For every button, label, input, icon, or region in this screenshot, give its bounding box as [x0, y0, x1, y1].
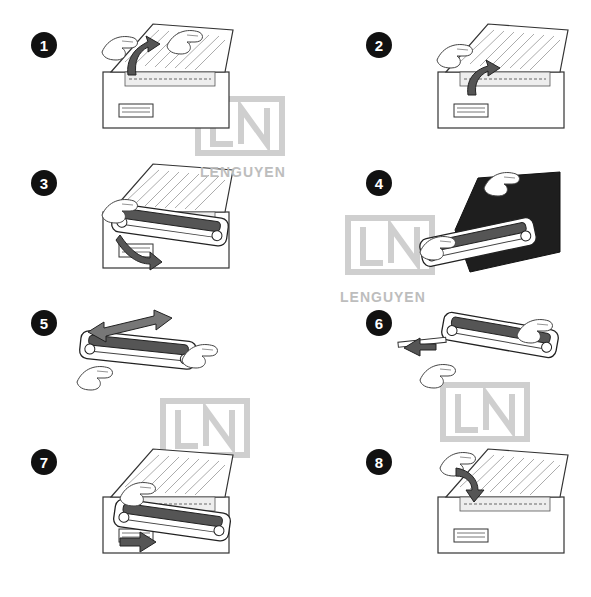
step-number: 2	[375, 38, 383, 53]
step-number: 4	[375, 176, 383, 191]
callout-number: 8	[366, 449, 392, 475]
step-number: 7	[40, 455, 48, 470]
callout-number: 5	[31, 310, 57, 336]
callout-number: 4	[366, 170, 392, 196]
watermark: LENGUYEN	[200, 164, 286, 180]
callout-number: 1	[31, 32, 57, 58]
step-number: 3	[40, 176, 48, 191]
step-number: 5	[40, 316, 48, 331]
callout-number: 7	[31, 449, 57, 475]
callout-number: 2	[366, 32, 392, 58]
step-number: 8	[375, 455, 383, 470]
callout-number: 6	[366, 310, 392, 336]
watermark: LENGUYEN	[340, 289, 426, 305]
step-number: 6	[375, 316, 383, 331]
callout-number: 3	[31, 170, 57, 196]
step-number: 1	[40, 38, 48, 53]
